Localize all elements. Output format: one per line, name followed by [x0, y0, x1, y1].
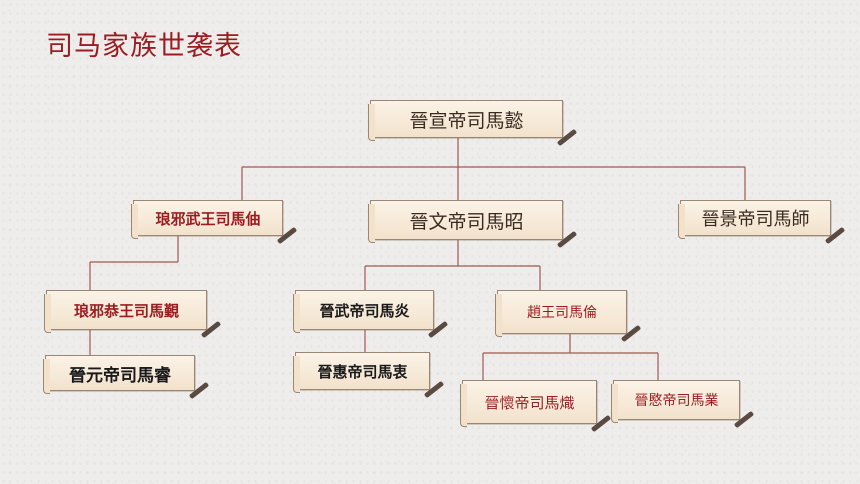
node-sima-chi: 晉懷帝司馬熾 [460, 380, 597, 427]
node-label: 琅邪恭王司馬覲 [73, 301, 179, 320]
node-sima-yan: 晉武帝司馬炎 [293, 290, 434, 333]
node-label: 琅邪武王司馬伷 [155, 209, 261, 228]
node-sima-shi: 晉景帝司馬師 [678, 200, 831, 239]
node-label: 晉惠帝司馬衷 [317, 362, 408, 381]
node-label: 晉宣帝司馬懿 [409, 109, 524, 132]
node-label: 晉武帝司馬炎 [319, 301, 410, 320]
node-sima-zhao: 晉文帝司馬昭 [368, 200, 563, 243]
node-sima-jin: 琅邪恭王司馬覲 [44, 290, 207, 333]
node-label: 晉懷帝司馬熾 [484, 393, 575, 412]
node-sima-yi: 晉宣帝司馬懿 [368, 100, 563, 141]
node-sima-zhong: 晉惠帝司馬衷 [293, 352, 430, 393]
node-sima-zhou: 琅邪武王司馬伷 [131, 200, 283, 239]
node-label: 晉愍帝司馬業 [634, 393, 719, 409]
node-label: 趙王司馬倫 [527, 305, 597, 321]
node-sima-ye: 晉愍帝司馬業 [611, 380, 740, 423]
page-title: 司马家族世袭表 [46, 31, 242, 62]
node-sima-lun: 趙王司馬倫 [495, 290, 627, 337]
node-label: 晉景帝司馬師 [701, 209, 810, 230]
node-sima-rui: 晉元帝司馬睿 [43, 355, 195, 394]
node-label: 晉元帝司馬睿 [69, 365, 171, 386]
node-label: 晉文帝司馬昭 [409, 210, 524, 233]
